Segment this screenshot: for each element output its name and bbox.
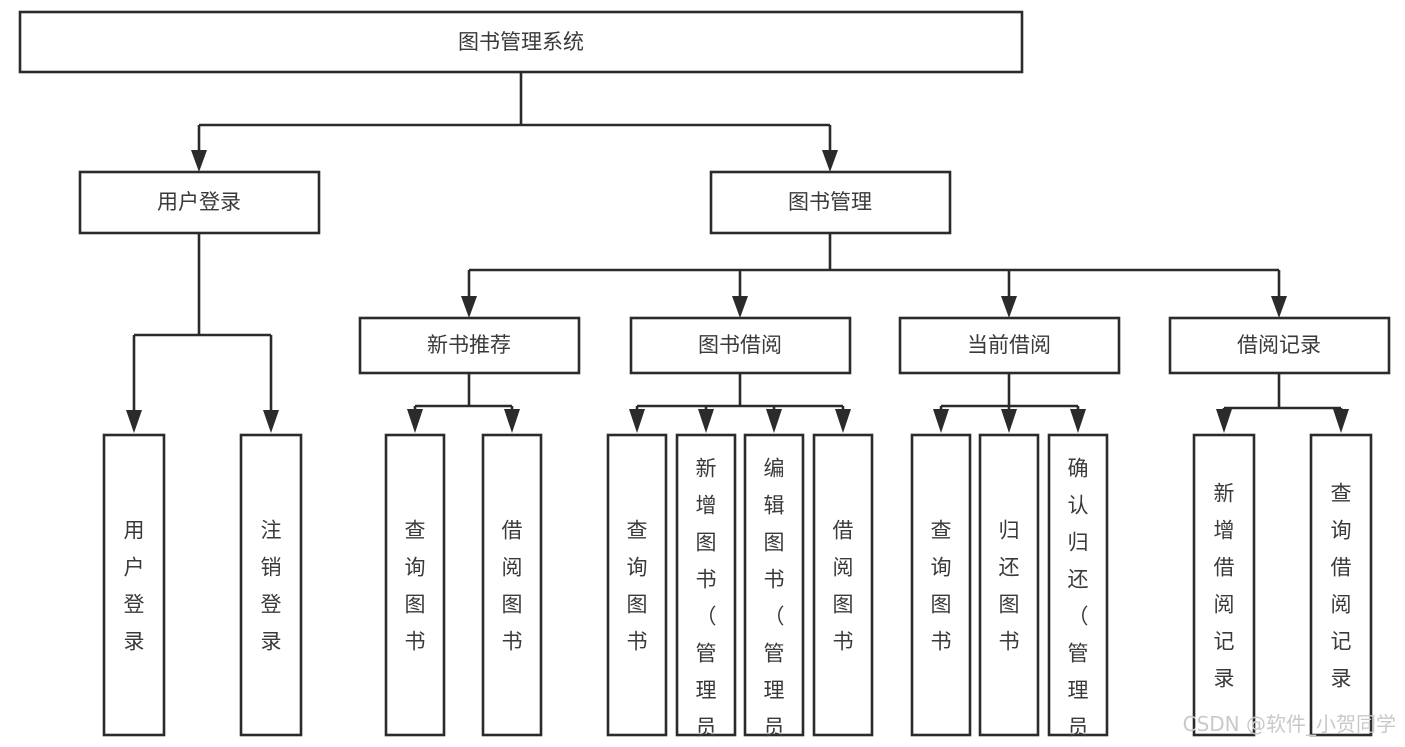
node-leaf-query-record-box[interactable] bbox=[1309, 433, 1373, 737]
node-leaf-query-book-2[interactable]: 查询图书 bbox=[606, 433, 668, 737]
node-user-login[interactable]: 用户登录 bbox=[78, 170, 321, 235]
node-leaf-user-login-label: 用户登录 bbox=[124, 519, 145, 654]
arrow-to-leaf-add-book bbox=[698, 409, 714, 433]
arrow-to-leaf-user-login bbox=[126, 410, 142, 433]
arrow-to-leaf-confirm-return bbox=[1070, 409, 1086, 433]
node-leaf-query-book-3[interactable]: 查询图书 bbox=[910, 433, 972, 737]
node-leaf-query-book-1[interactable]: 查询图书 bbox=[384, 433, 446, 737]
node-current-borrow[interactable]: 当前借阅 bbox=[898, 316, 1121, 375]
node-leaf-user-logout-label: 注销登录 bbox=[261, 519, 282, 654]
arrow-to-leaf-borrow-book-2 bbox=[835, 409, 851, 433]
node-leaf-add-book[interactable]: 新增图书（管理员） bbox=[675, 433, 737, 747]
node-book-borrow[interactable]: 图书借阅 bbox=[629, 316, 852, 375]
arrow-to-leaf-add-record bbox=[1216, 409, 1232, 433]
node-leaf-borrow-book-1[interactable]: 借阅图书 bbox=[481, 433, 543, 737]
arrow-to-leaf-user-logout bbox=[263, 410, 279, 433]
arrow-to-book-manage bbox=[822, 150, 838, 172]
connector-layer bbox=[126, 72, 1349, 433]
arrow-to-borrow-record bbox=[1271, 296, 1287, 318]
arrow-to-leaf-query-book-3 bbox=[933, 409, 949, 433]
watermark-label: CSDN @软件_小贺同学 bbox=[1183, 712, 1396, 736]
node-leaf-confirm-return-box[interactable] bbox=[1047, 433, 1109, 737]
node-leaf-query-book-3-box[interactable] bbox=[910, 433, 972, 737]
arrow-to-leaf-query-record bbox=[1333, 409, 1349, 433]
node-leaf-query-book-3-label: 查询图书 bbox=[931, 519, 952, 654]
node-book-manage-box[interactable] bbox=[709, 170, 952, 235]
node-leaf-edit-book-label: 编辑图书（管理员） bbox=[764, 457, 785, 747]
node-current-borrow-label: 当前借阅 bbox=[967, 333, 1051, 357]
node-leaf-add-record-box[interactable] bbox=[1192, 433, 1256, 737]
arrow-to-leaf-query-book-1 bbox=[407, 409, 423, 433]
node-borrow-record[interactable]: 借阅记录 bbox=[1168, 316, 1391, 375]
node-leaf-edit-book[interactable]: 编辑图书（管理员） bbox=[743, 433, 805, 747]
node-leaf-borrow-book-1-box[interactable] bbox=[481, 433, 543, 737]
node-leaf-borrow-book-2-box[interactable] bbox=[812, 433, 874, 737]
node-leaf-borrow-book-2[interactable]: 借阅图书 bbox=[812, 433, 874, 737]
node-leaf-query-book-2-box[interactable] bbox=[606, 433, 668, 737]
arrow-to-current-borrow bbox=[1001, 296, 1017, 318]
node-leaf-add-book-box[interactable] bbox=[675, 433, 737, 737]
node-new-book-recommend-label: 新书推荐 bbox=[427, 333, 511, 357]
node-new-book-recommend-box[interactable] bbox=[358, 316, 581, 375]
node-root[interactable]: 图书管理系统 bbox=[18, 10, 1024, 74]
node-root-label: 图书管理系统 bbox=[458, 30, 584, 54]
node-leaf-query-book-1-label: 查询图书 bbox=[405, 519, 426, 654]
node-leaf-return-book-box[interactable] bbox=[978, 433, 1040, 737]
node-leaf-borrow-book-2-label: 借阅图书 bbox=[833, 519, 854, 654]
node-user-login-box[interactable] bbox=[78, 170, 321, 235]
node-borrow-record-box[interactable] bbox=[1168, 316, 1391, 375]
node-leaf-user-login-box[interactable] bbox=[102, 433, 166, 737]
arrow-to-leaf-return-book bbox=[1001, 409, 1017, 433]
arrow-to-user-login bbox=[191, 150, 207, 172]
node-leaf-return-book[interactable]: 归还图书 bbox=[978, 433, 1040, 737]
node-leaf-confirm-return[interactable]: 确认归还（管理员） bbox=[1047, 433, 1109, 747]
arrow-to-book-borrow bbox=[732, 296, 748, 318]
arrow-to-leaf-query-book-2 bbox=[629, 409, 645, 433]
node-leaf-query-record-label: 查询借阅记录 bbox=[1331, 482, 1352, 691]
node-leaf-borrow-book-1-label: 借阅图书 bbox=[502, 519, 523, 654]
arrow-to-leaf-edit-book bbox=[766, 409, 782, 433]
node-leaf-query-book-2-label: 查询图书 bbox=[627, 519, 648, 654]
node-book-manage[interactable]: 图书管理 bbox=[709, 170, 952, 235]
node-book-borrow-label: 图书借阅 bbox=[698, 333, 782, 357]
node-leaf-add-record[interactable]: 新增借阅记录 bbox=[1192, 433, 1256, 737]
node-leaf-add-record-label: 新增借阅记录 bbox=[1214, 482, 1235, 691]
node-user-login-label: 用户登录 bbox=[157, 190, 241, 214]
node-leaf-confirm-return-label: 确认归还（管理员） bbox=[1068, 457, 1089, 747]
node-leaf-return-book-label: 归还图书 bbox=[999, 519, 1020, 654]
node-current-borrow-box[interactable] bbox=[898, 316, 1121, 375]
node-root-box[interactable] bbox=[18, 10, 1024, 74]
node-leaf-add-book-label: 新增图书（管理员） bbox=[696, 457, 717, 747]
arrow-to-leaf-borrow-book-1 bbox=[504, 409, 520, 433]
node-borrow-record-label: 借阅记录 bbox=[1237, 333, 1321, 357]
node-book-borrow-box[interactable] bbox=[629, 316, 852, 375]
arrow-to-new-book-recommend bbox=[461, 296, 477, 318]
node-leaf-user-login[interactable]: 用户登录 bbox=[102, 433, 166, 737]
node-leaf-user-logout[interactable]: 注销登录 bbox=[239, 433, 303, 737]
node-book-manage-label: 图书管理 bbox=[788, 190, 872, 214]
node-leaf-query-book-1-box[interactable] bbox=[384, 433, 446, 737]
node-leaf-query-record[interactable]: 查询借阅记录 bbox=[1309, 433, 1373, 737]
node-new-book-recommend[interactable]: 新书推荐 bbox=[358, 316, 581, 375]
node-leaf-edit-book-box[interactable] bbox=[743, 433, 805, 737]
node-leaf-user-logout-box[interactable] bbox=[239, 433, 303, 737]
